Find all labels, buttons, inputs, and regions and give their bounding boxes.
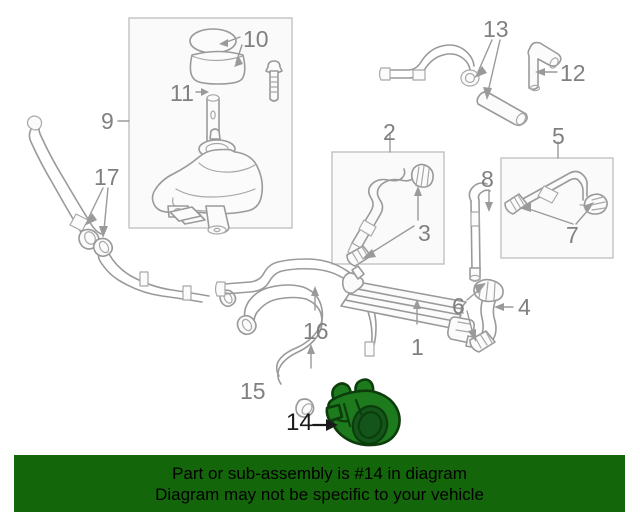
notice-banner: Part or sub-assembly is #14 in diagram D…	[14, 455, 625, 512]
callout-label-2: 2	[383, 119, 396, 145]
leader-13b	[487, 39, 501, 93]
callout-label-9: 9	[101, 108, 114, 134]
callout-leaders-6	[466, 283, 486, 342]
callout-leaders-17	[84, 187, 109, 238]
part-9-reservoir-tank	[151, 128, 264, 235]
part-14-water-pump	[325, 378, 401, 447]
part-7-clamp-a	[504, 193, 528, 215]
leader-7a	[525, 207, 574, 225]
part-15-hose	[236, 284, 324, 418]
callout-leaders-15-16	[307, 286, 319, 369]
part-5-hose	[518, 170, 588, 208]
callout-label-1: 1	[411, 334, 424, 360]
leader-17b	[103, 187, 109, 231]
leader-13a	[477, 39, 493, 73]
callout-leaders-panel-9	[195, 36, 243, 96]
callout-label-8: 8	[481, 166, 494, 192]
panel-group-5	[500, 141, 614, 259]
callout-label-10: 10	[243, 26, 269, 52]
callout-label-7: 7	[566, 222, 579, 248]
callout-label-6: 6	[452, 293, 465, 319]
part-3-clamp-a	[410, 163, 434, 188]
part-17-hose-upper	[26, 115, 102, 250]
callout-label-11: 11	[170, 80, 194, 106]
notice-line-2: Diagram may not be specific to your vehi…	[155, 484, 484, 504]
callout-leaders-top-right	[474, 39, 558, 100]
leader-3b	[370, 225, 415, 254]
part-16-hose	[214, 258, 377, 357]
part-10-cap	[189, 28, 246, 85]
part-4-hose	[469, 278, 504, 353]
part-bolt	[265, 60, 283, 102]
leader-10b	[235, 44, 243, 64]
notice-line-1: Part or sub-assembly is #14 in diagram	[172, 463, 467, 483]
part-8-hose	[468, 182, 491, 282]
callout-label-14: 14	[286, 409, 313, 436]
callout-label-13: 13	[483, 16, 509, 42]
callout-label-17: 17	[94, 164, 120, 190]
callout-label-4: 4	[518, 294, 531, 320]
part-12-elbow	[527, 41, 562, 92]
part-square-plate	[169, 206, 202, 222]
callout-label-5: 5	[552, 123, 565, 149]
part-13-hose-group	[378, 44, 528, 127]
panel-group-2	[331, 132, 445, 267]
callout-label-15: 15	[240, 378, 266, 404]
panel-group-9	[117, 17, 293, 235]
leader-17a	[87, 187, 104, 220]
part-17-hose-lower	[92, 237, 237, 308]
callout-label-16: 16	[303, 318, 329, 344]
callout-label-3: 3	[418, 220, 431, 246]
leader-7b	[575, 208, 590, 225]
callout-label-12: 12	[560, 60, 586, 86]
